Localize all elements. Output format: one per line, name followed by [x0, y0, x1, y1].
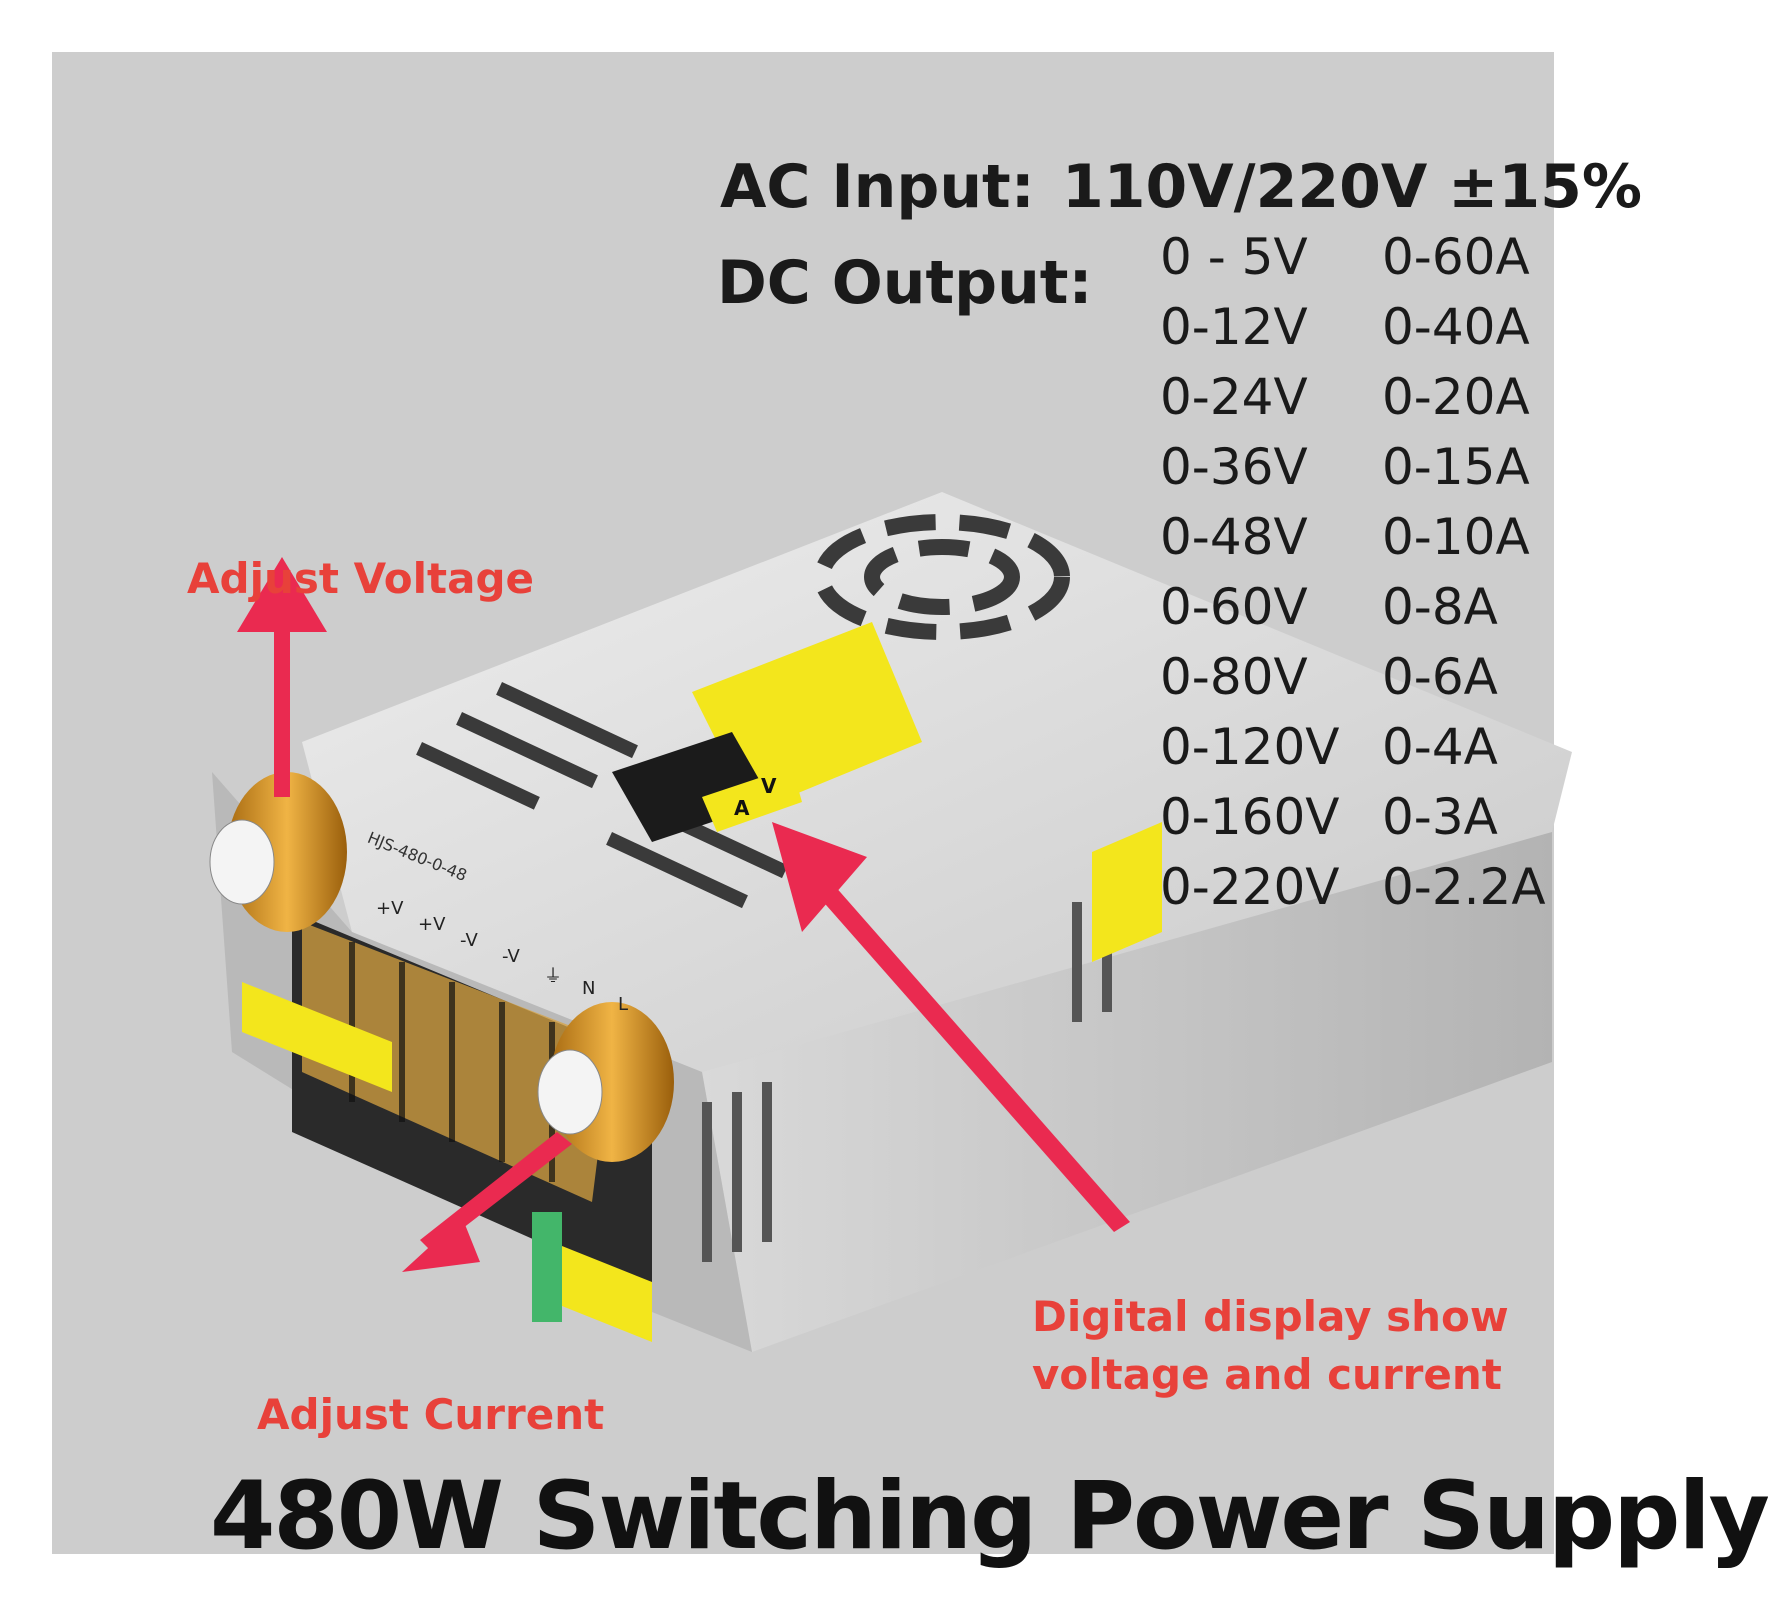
terminal-label: N [582, 978, 596, 999]
spec-voltage: 0-220V [1160, 858, 1340, 916]
arrow-voltage [237, 557, 327, 797]
terminal-label: +V [418, 914, 446, 935]
callout-display-line2: voltage and current [1032, 1350, 1502, 1399]
callout-adjust-current: Adjust Current [257, 1390, 605, 1439]
product-title: 480W Switching Power Supply [210, 1462, 1768, 1571]
ac-input-label: AC Input: [720, 152, 1035, 222]
product-photo: AC Input: 110V/220V ±15% DC Output: 0 - … [52, 52, 1768, 1571]
spec-current: 0-20A [1382, 368, 1530, 426]
spec-voltage: 0-36V [1160, 438, 1308, 496]
terminal-cover [302, 922, 612, 1202]
current-knob [537, 1002, 674, 1162]
terminal-label: ⏚ [544, 966, 562, 987]
arrow-display [772, 822, 1130, 1232]
spec-current: 0-4A [1382, 718, 1498, 776]
spec-current: 0-8A [1382, 578, 1498, 636]
spec-current: 0-60A [1382, 228, 1530, 286]
voltage-knob [209, 772, 347, 932]
display-unit-v: V [761, 774, 777, 798]
callout-display-line1: Digital display show [1032, 1292, 1509, 1341]
spec-voltage: 0-160V [1160, 788, 1340, 846]
spec-voltage: 0-48V [1160, 508, 1308, 566]
callout-digital-display: Digital display show voltage and current [1032, 1288, 1509, 1404]
front-tag-green [532, 1212, 562, 1322]
front-tag-left [242, 982, 392, 1092]
dc-output-label: DC Output: [717, 248, 1093, 318]
power-supply-illustration [209, 492, 1572, 1352]
terminal-label: -V [460, 930, 478, 951]
ac-input-value: 110V/220V ±15% [1062, 152, 1643, 222]
arrow-current [402, 1132, 572, 1272]
spec-voltage: 0-12V [1160, 298, 1308, 356]
display-unit-tag [702, 767, 802, 832]
case-side [702, 832, 1552, 1352]
fan-grille [814, 514, 1070, 640]
spec-current: 0-6A [1382, 648, 1498, 706]
caution-label [1092, 822, 1162, 962]
spec-voltage: 0-80V [1160, 648, 1308, 706]
callout-adjust-voltage: Adjust Voltage [187, 554, 534, 603]
spec-current: 0-3A [1382, 788, 1498, 846]
spec-voltage: 0-60V [1160, 578, 1308, 636]
spec-voltage: 0 - 5V [1160, 228, 1308, 286]
terminal-label: +V [376, 898, 404, 919]
spec-current: 0-40A [1382, 298, 1530, 356]
spec-voltage: 0-24V [1160, 368, 1308, 426]
spec-current: 0-10A [1382, 508, 1530, 566]
spec-current: 0-2.2A [1382, 858, 1546, 916]
spec-current: 0-15A [1382, 438, 1530, 496]
terminal-label: -V [502, 946, 520, 967]
display-unit-a: A [734, 796, 750, 820]
terminal-label: L [618, 994, 629, 1015]
front-tag-bottom [552, 1242, 652, 1342]
spec-voltage: 0-120V [1160, 718, 1340, 776]
